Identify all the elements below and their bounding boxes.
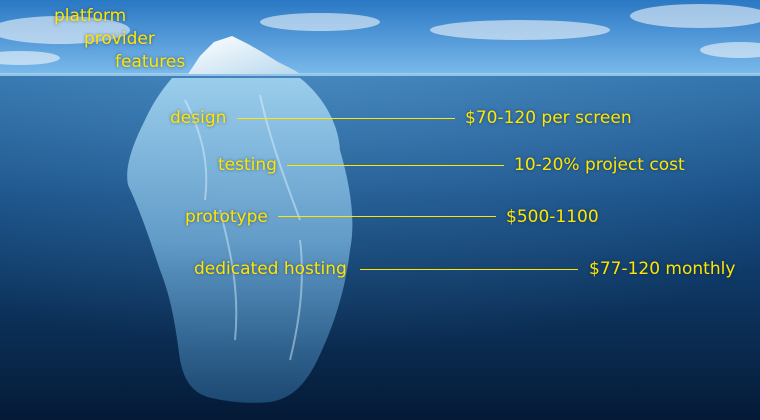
label-prototype: prototype <box>185 207 268 227</box>
value-dedicated-hosting: $77-120 monthly <box>589 259 736 279</box>
label-dedicated-hosting: dedicated hosting <box>194 259 347 279</box>
label-design: design <box>170 108 227 128</box>
sky <box>0 0 760 74</box>
ice-highlights <box>184 94 303 361</box>
label-testing: testing <box>218 155 277 175</box>
iceberg-tip <box>188 36 300 74</box>
clouds <box>0 4 760 65</box>
label-features: features <box>115 52 186 72</box>
iceberg-underwater <box>127 78 353 403</box>
light-rays <box>0 74 760 420</box>
connector-prototype <box>278 216 496 217</box>
label-platform: platform <box>54 6 127 26</box>
connector-dedicated-hosting <box>360 269 578 270</box>
label-provider: provider <box>84 29 155 49</box>
waterline <box>0 73 760 76</box>
connector-testing <box>287 165 504 166</box>
value-design: $70-120 per screen <box>465 108 632 128</box>
connector-design <box>237 118 455 119</box>
value-testing: 10-20% project cost <box>514 155 685 175</box>
value-prototype: $500-1100 <box>506 207 599 227</box>
